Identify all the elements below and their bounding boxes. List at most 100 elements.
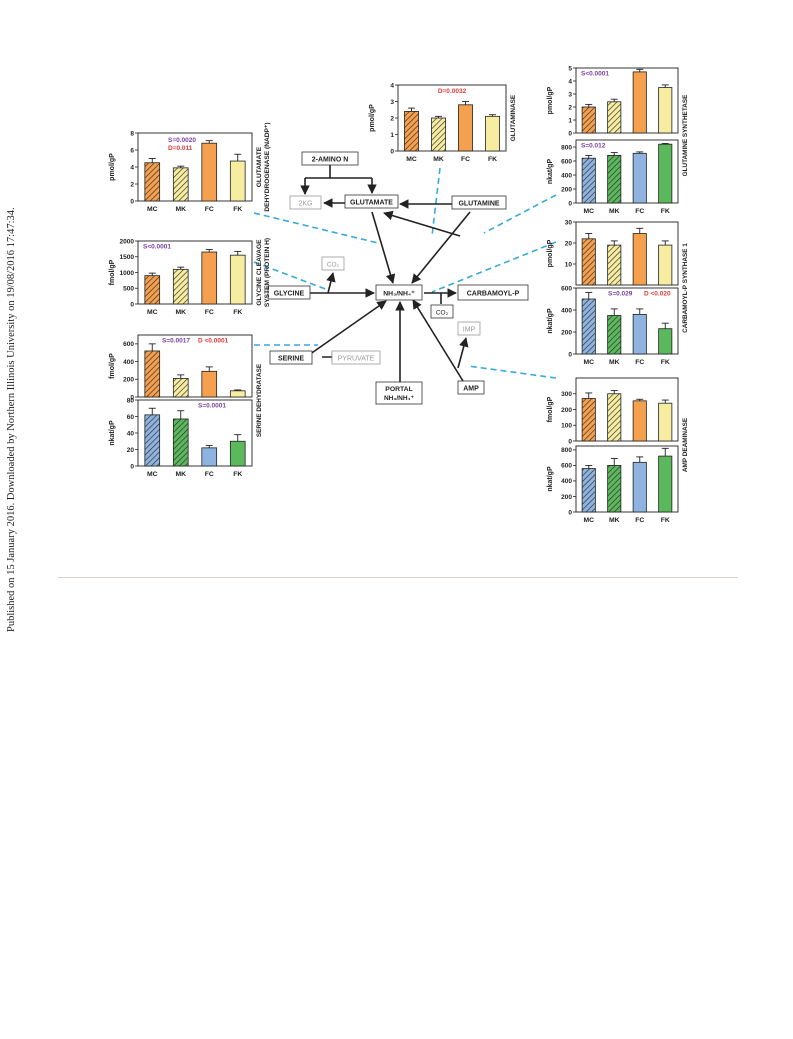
dash-ampd [467, 365, 557, 379]
y-tick-label: 30 [565, 219, 573, 226]
bar-mc [144, 275, 161, 305]
bar-mc [581, 106, 596, 134]
node-nh3-nh4: NH₃/NH₄⁺ [375, 284, 423, 301]
y-tick-label: 0 [390, 148, 394, 155]
y-tick-label: 60 [127, 414, 135, 421]
y-axis-label: fmol/gP [109, 259, 116, 285]
bar-fk [229, 254, 246, 305]
chart-title: GLYCINE CLEAVAGESYSTEM (PROTEIN H) [256, 238, 271, 307]
arrow-glycine-co2 [326, 272, 336, 294]
chart-title: CARBAMOYL-P SYNTHASE 1 [682, 243, 689, 333]
stat-label: S=0.029 [608, 291, 633, 298]
y-axis-label: nkat/gP [109, 420, 116, 446]
connector-lines [253, 167, 557, 379]
y-tick-label: 40 [127, 430, 135, 437]
node-co2-top: CO₂ [321, 256, 345, 271]
bar-mk [172, 167, 189, 202]
chart-title: SERINE DEHYDRATASE [256, 363, 263, 437]
node-carbamoyl-p: CARBAMOYL-P [457, 284, 529, 301]
y-tick-label: 600 [561, 285, 572, 292]
bar-mc [404, 111, 419, 152]
x-tick-label: MC [583, 517, 594, 524]
y-tick-label: 1000 [120, 270, 135, 277]
x-tick-label: FK [488, 156, 497, 163]
y-tick-label: 200 [561, 329, 572, 336]
y-tick-label: 0 [130, 394, 134, 401]
y-tick-label: 600 [561, 158, 572, 165]
bar-mc [581, 398, 596, 442]
bar-fc [632, 152, 647, 204]
bar-mk [607, 154, 622, 204]
y-tick-label: 4 [390, 82, 394, 89]
bar-fk [658, 143, 673, 204]
y-axis-label: nkat/gP [547, 159, 554, 185]
y-axis-label: nkat/gP [547, 308, 554, 334]
bar-fc [458, 104, 473, 152]
stat-label: S=0.0017 [162, 338, 190, 345]
bar-fk [658, 402, 673, 442]
y-tick-label: 2 [568, 104, 572, 111]
y-tick-label: 3 [568, 91, 572, 98]
node-co2-mid: CO₂ [430, 304, 454, 319]
bar-mc [581, 157, 596, 204]
svg-text:PORTAL: PORTAL [385, 386, 412, 393]
y-tick-label: 600 [123, 341, 134, 348]
stat-label: S<0.0001 [581, 71, 609, 78]
svg-text:NH₃/NH₄⁺: NH₃/NH₄⁺ [383, 291, 415, 298]
chart-frame [575, 139, 679, 204]
y-tick-label: 1500 [120, 254, 135, 261]
svg-text:GLUTAMINE: GLUTAMINE [458, 201, 499, 208]
x-tick-label: MK [433, 156, 444, 163]
bar-mc [581, 298, 596, 355]
y-tick-label: 1 [390, 132, 394, 139]
svg-text:GLYCINE: GLYCINE [274, 291, 305, 298]
y-tick-label: 500 [123, 286, 134, 293]
svg-text:IMP: IMP [463, 327, 476, 334]
y-axis-label: fmol/gP [547, 396, 554, 422]
arrow-glutamine-nh [411, 211, 471, 284]
y-tick-label: 300 [561, 391, 572, 398]
x-tick-label: MK [175, 471, 186, 478]
x-tick-label: MC [406, 156, 417, 163]
y-axis-label: pmol/gP [109, 153, 116, 181]
node-glutamine: GLUTAMINE [451, 195, 507, 210]
stat-label: D=0.0032 [438, 88, 467, 95]
y-tick-label: 200 [561, 494, 572, 501]
bar-fk [229, 440, 246, 467]
chart-title: GLUTAMINE SYNTHETASE [682, 94, 689, 177]
x-tick-label: MK [609, 208, 620, 215]
y-tick-label: 3 [390, 99, 394, 106]
node-portal: PORTAL NH₃/NH₄⁺ [375, 381, 423, 405]
arrow-amp-nh [412, 299, 464, 382]
x-tick-label: FC [205, 206, 214, 213]
x-tick-label: MK [175, 206, 186, 213]
bar-mk [431, 117, 446, 152]
bar-mk [172, 268, 189, 305]
dash-gls [431, 167, 441, 237]
pathway-nodes: 2-AMINO N 2KG GLUTAMATE GLUTAMINE CO₂ GL… [267, 151, 529, 405]
bar-fk [485, 115, 500, 152]
x-tick-label: MC [147, 471, 158, 478]
x-tick-label: FK [233, 471, 242, 478]
x-tick-label: FC [461, 156, 470, 163]
svg-text:GLUTAMATE: GLUTAMATE [350, 200, 393, 207]
node-glutamate: GLUTAMATE [344, 194, 399, 209]
y-tick-label: 4 [130, 164, 134, 171]
node-2-amino-n: 2-AMINO N [301, 151, 359, 166]
y-tick-label: 1 [568, 117, 572, 124]
bar-fk [658, 328, 673, 355]
svg-text:CO₂: CO₂ [436, 310, 449, 317]
x-tick-label: MC [147, 309, 158, 316]
y-tick-label: 0 [130, 463, 134, 470]
bar-fc [632, 233, 647, 286]
bar-mk [172, 377, 189, 398]
y-tick-label: 200 [123, 377, 134, 384]
y-tick-label: 100 [561, 423, 572, 430]
